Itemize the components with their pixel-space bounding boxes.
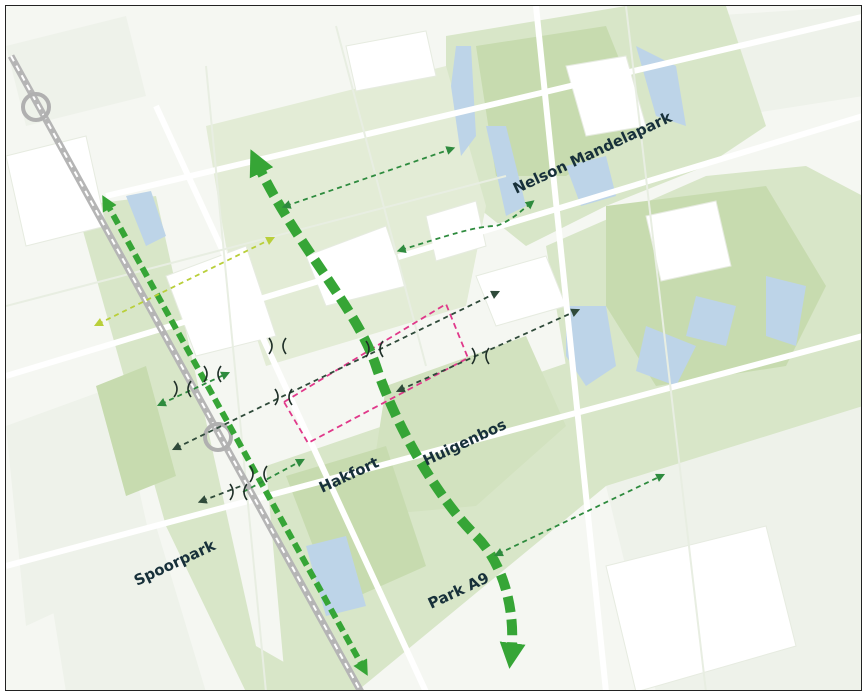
dark-routes xyxy=(171,290,581,504)
map-svg: Nelson Mandelapark Spoorpark Hakfort Hui… xyxy=(6,6,861,690)
station-icon[interactable] xyxy=(21,92,51,122)
map-container[interactable]: Nelson Mandelapark Spoorpark Hakfort Hui… xyxy=(5,5,862,691)
bridge-icon xyxy=(173,337,490,501)
secondary-routes xyxy=(156,146,666,557)
